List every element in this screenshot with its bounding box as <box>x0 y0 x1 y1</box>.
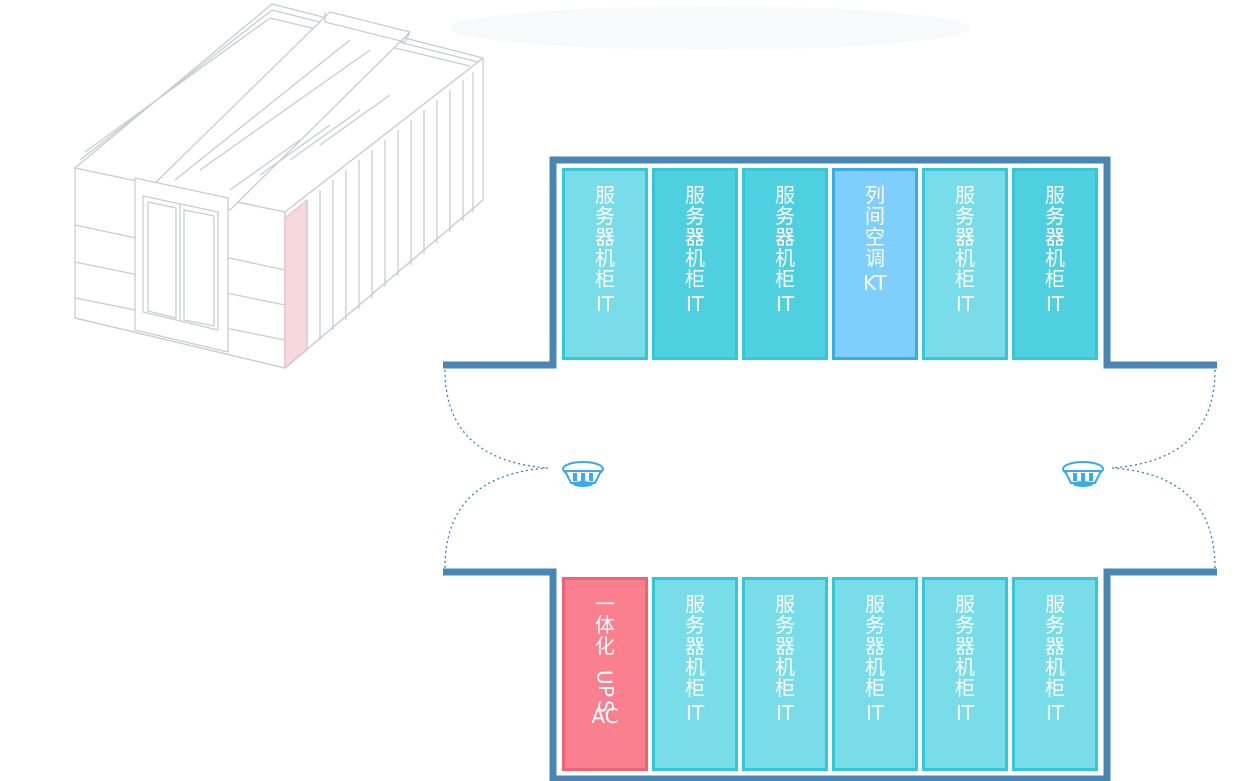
cabinet-body <box>1012 577 1098 771</box>
cabinet-code: IT <box>956 701 975 725</box>
cabinet-body <box>562 168 648 360</box>
right-door-lower-arc <box>1111 467 1216 569</box>
cabinet-code: IT <box>596 292 615 316</box>
building-illustration <box>74 3 484 369</box>
smoke-detector-icon <box>1062 461 1104 487</box>
cabinet-code: IT <box>776 701 795 725</box>
smoke-detector-icon <box>562 461 604 487</box>
cabinet-code: IT <box>686 292 705 316</box>
cabinet-body <box>742 168 828 360</box>
cabinet-body <box>652 168 738 360</box>
cabinet-body <box>832 577 918 771</box>
cabinet-code: AC <box>591 704 618 728</box>
cabinet-body <box>1012 168 1098 360</box>
cabinet-body <box>562 577 648 771</box>
bottom-wall <box>443 568 1217 781</box>
left-door-lower-arc <box>444 467 549 569</box>
cabinet-body <box>922 577 1008 771</box>
left-door-upper-arc <box>444 369 549 469</box>
background-glow <box>450 6 970 50</box>
cabinet-body <box>652 577 738 771</box>
right-door-upper-arc <box>1111 369 1216 469</box>
cabinet-code: IT <box>956 292 975 316</box>
cabinet-code: IT <box>1046 701 1065 725</box>
cabinet-code: IT <box>776 292 795 316</box>
cabinet-body <box>832 168 918 360</box>
cabinet-code: KT <box>863 271 888 295</box>
cabinet-code: IT <box>686 701 705 725</box>
cabinet-body <box>742 577 828 771</box>
room-walls <box>443 156 1217 781</box>
door-arcs <box>444 369 1216 569</box>
cabinet-body <box>922 168 1008 360</box>
top-wall <box>443 156 1217 369</box>
cabinet-code: IT <box>866 701 885 725</box>
cabinet-code: IT <box>1046 292 1065 316</box>
